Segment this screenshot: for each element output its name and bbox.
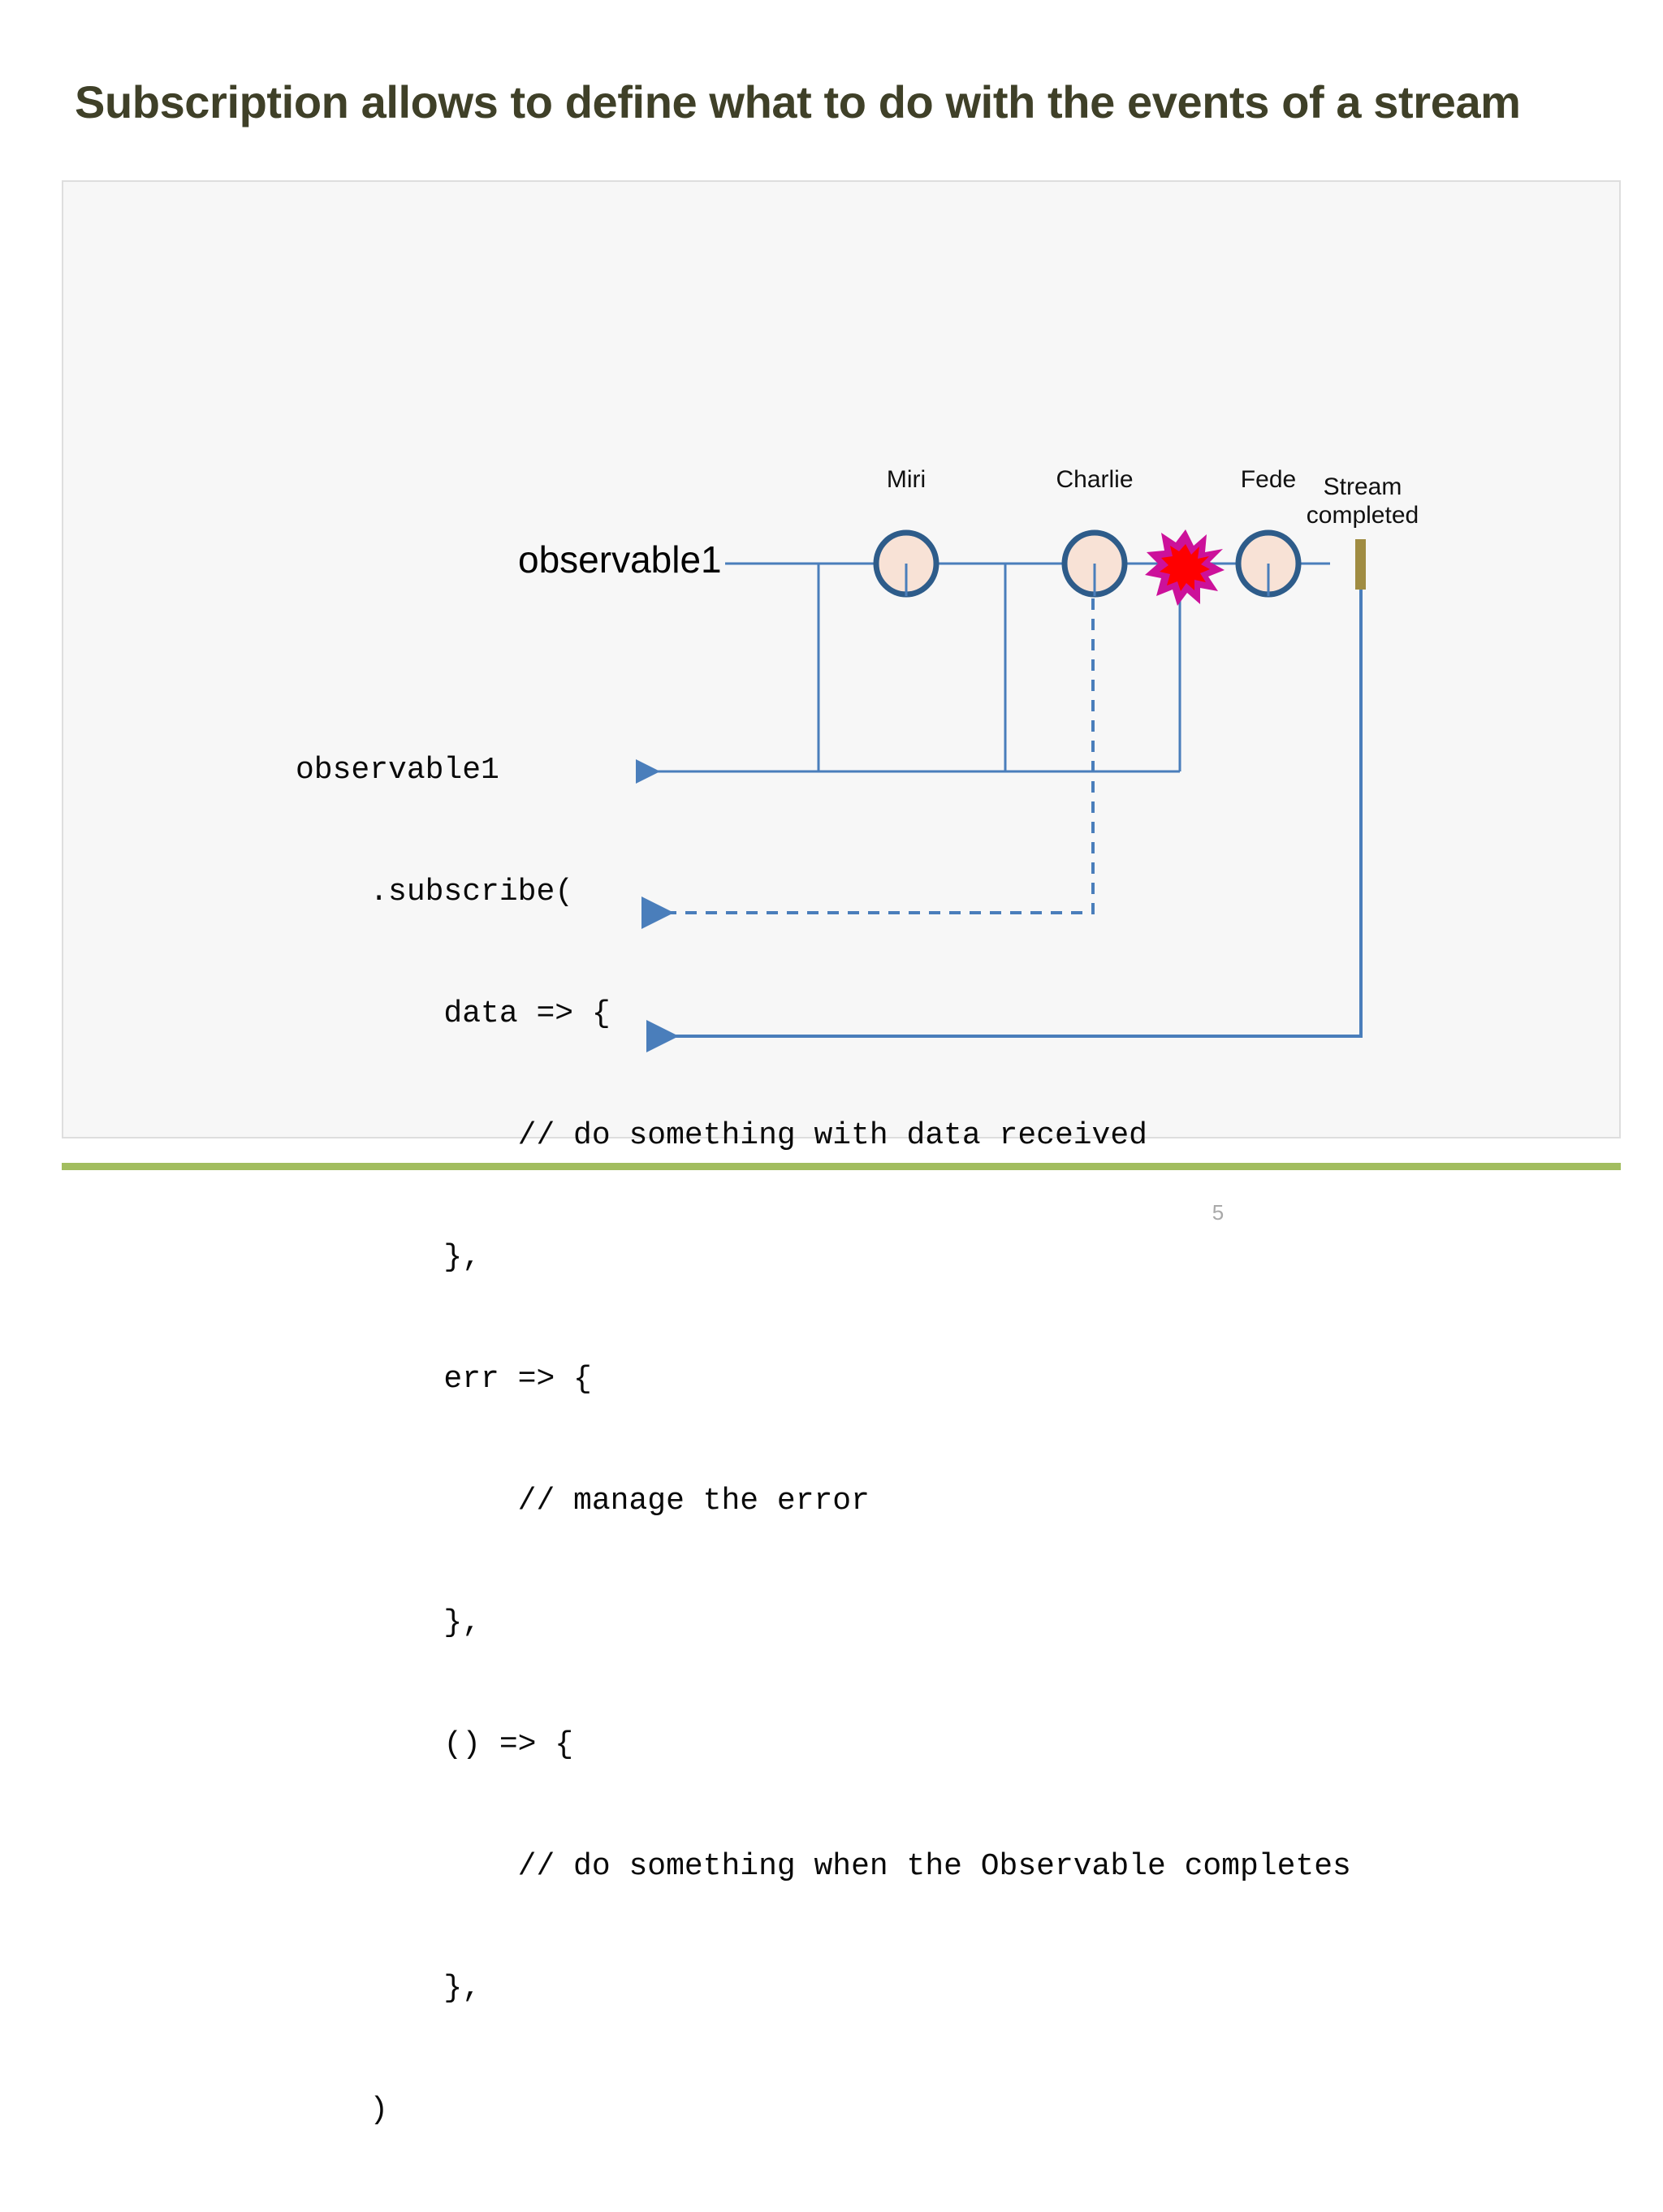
code-line: data => { bbox=[296, 996, 611, 1031]
code-line: ) bbox=[296, 2093, 389, 2128]
event-label-fede: Fede bbox=[1240, 466, 1297, 493]
page-title: Subscription allows to define what to do… bbox=[75, 76, 1521, 127]
code-block: observable1 .subscribe( data => { // do … bbox=[296, 669, 1351, 2212]
code-line: () => { bbox=[296, 1727, 574, 1762]
code-line: err => { bbox=[296, 1362, 592, 1397]
stream-completed-bar bbox=[1355, 539, 1366, 590]
code-line: // do something when the Observable comp… bbox=[296, 1849, 1351, 1884]
code-line: // manage the error bbox=[296, 1484, 870, 1519]
code-line: }, bbox=[296, 1971, 482, 2006]
code-line: }, bbox=[296, 1605, 482, 1640]
footer-rule bbox=[62, 1163, 1621, 1170]
event-label-miri: Miri bbox=[886, 466, 927, 493]
page-number: 5 bbox=[1212, 1200, 1225, 1225]
content-panel: Miri Charlie Fede Stream completed obser… bbox=[62, 180, 1622, 2128]
code-line: }, bbox=[296, 1240, 482, 1275]
observable-stream-name: observable1 bbox=[518, 538, 722, 581]
event-label-charlie: Charlie bbox=[1056, 466, 1134, 493]
code-line: .subscribe( bbox=[296, 875, 574, 909]
code-line: // do something with data received bbox=[296, 1118, 1147, 1153]
complete-connector bbox=[646, 564, 1363, 1052]
error-burst-icon bbox=[1145, 529, 1225, 606]
marble-diagram: Miri Charlie Fede Stream completed bbox=[63, 182, 1622, 1140]
stream-completed-line2: completed bbox=[1306, 502, 1419, 529]
error-connector bbox=[641, 578, 1095, 929]
stream-completed-label: Stream completed bbox=[1273, 473, 1452, 530]
code-line: observable1 bbox=[296, 753, 499, 788]
stream-completed-line1: Stream bbox=[1323, 473, 1402, 500]
